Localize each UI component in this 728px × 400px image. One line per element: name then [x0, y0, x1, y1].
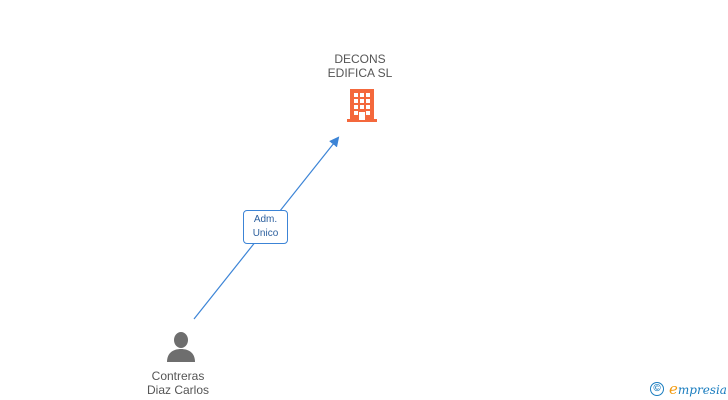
copyright-icon: ©: [650, 382, 664, 396]
person-name-line2: Diaz Carlos: [146, 383, 209, 397]
person-name-label[interactable]: Contreras Diaz Carlos: [118, 369, 238, 397]
person-name-line1: Contreras: [151, 369, 205, 383]
person-icon[interactable]: [164, 331, 198, 363]
relation-label-box: Adm. Unico: [243, 210, 288, 244]
relation-label-line1: Adm.: [253, 214, 278, 225]
empresia-logo: empresia: [669, 380, 727, 398]
company-name-line1: DECONS: [334, 52, 386, 66]
company-name-label[interactable]: DECONS EDIFICA SL: [300, 52, 420, 80]
building-icon[interactable]: [345, 87, 379, 123]
logo-text: mpresia: [677, 383, 727, 397]
relation-label-line2: Unico: [252, 228, 279, 239]
empresia-watermark: © empresia: [650, 379, 727, 399]
company-name-line2: EDIFICA SL: [327, 66, 393, 80]
logo-initial: e: [669, 380, 678, 398]
